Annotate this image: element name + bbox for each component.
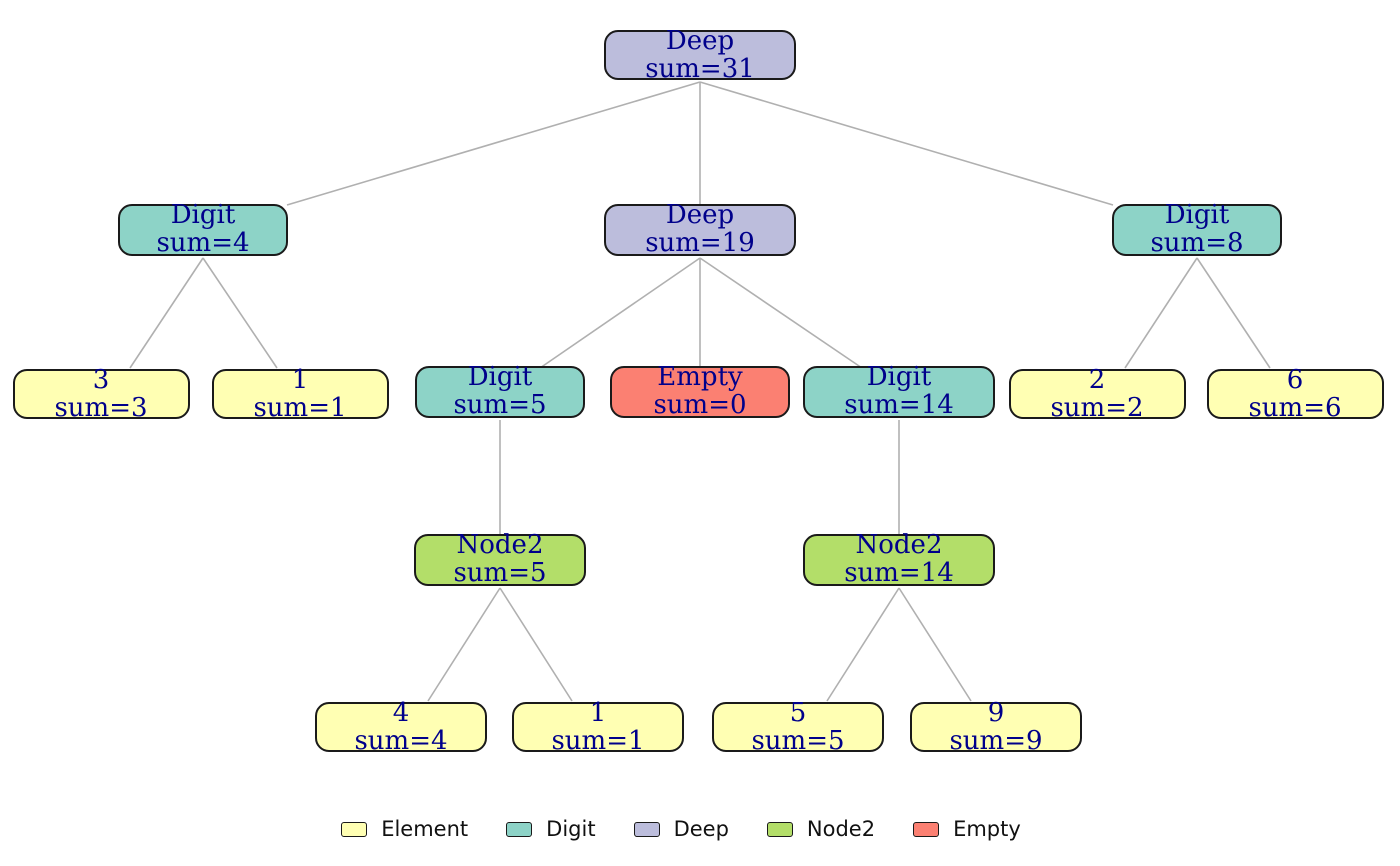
legend-label: Empty <box>953 817 1021 841</box>
node-label-line1: Digit <box>467 362 533 392</box>
node-label-sum: sum=1 <box>551 726 645 756</box>
legend-item[interactable]: Deep <box>633 817 767 841</box>
legend-item[interactable]: Digit <box>506 817 633 841</box>
node-label-line1: Digit <box>1164 200 1230 230</box>
legend: Element Digit Deep Node2 Empty <box>0 806 1400 852</box>
legend-swatch-icon <box>341 821 368 837</box>
legend-swatch-icon <box>633 821 660 837</box>
node-label-line1: Digit <box>170 200 236 230</box>
legend-label: Deep <box>673 817 729 841</box>
node-label-sum: sum=5 <box>453 558 547 588</box>
tree-edge <box>1124 257 1198 369</box>
tree-edge <box>539 257 701 369</box>
node-label-sum: sum=1 <box>253 393 347 423</box>
node-label-line1: Empty <box>657 362 743 392</box>
node-label-sum: sum=5 <box>751 726 845 756</box>
legend-item[interactable]: Element <box>341 817 506 841</box>
node-label-line1: 9 <box>987 698 1005 728</box>
legend-swatch-icon <box>913 821 940 837</box>
node-label-line1: Node2 <box>456 530 544 560</box>
node-label-line1: 3 <box>92 365 110 395</box>
node-label-sum: sum=31 <box>645 54 755 84</box>
legend-swatch-icon <box>766 821 793 837</box>
node-label-sum: sum=4 <box>156 228 250 258</box>
node-label-sum: sum=9 <box>949 726 1043 756</box>
tree-edge <box>826 587 900 702</box>
tree-edge <box>898 587 972 702</box>
node-label-line1: 1 <box>589 698 607 728</box>
legend-label: Element <box>381 817 469 841</box>
node-label-line1: Node2 <box>855 530 943 560</box>
node-label-line1: 2 <box>1088 365 1106 395</box>
node-label-sum: sum=2 <box>1050 393 1144 423</box>
node-label-sum: sum=0 <box>653 390 747 420</box>
tree-edge <box>699 81 1114 206</box>
legend-label: Node2 <box>806 817 876 841</box>
node-label-line1: 5 <box>789 698 807 728</box>
node-label-sum: sum=14 <box>844 390 954 420</box>
legend-label: Digit <box>546 817 596 841</box>
tree-edge <box>286 81 701 206</box>
node-label-sum: sum=5 <box>453 390 547 420</box>
tree-edge <box>129 257 204 369</box>
tree-edge <box>499 587 573 702</box>
legend-item[interactable]: Empty <box>913 817 1059 841</box>
legend-swatch-icon <box>506 821 533 837</box>
tree-edge <box>202 257 278 369</box>
node-label-sum: sum=4 <box>354 726 448 756</box>
tree-edge <box>427 587 501 702</box>
legend-item[interactable]: Node2 <box>766 817 913 841</box>
node-label-line1: 6 <box>1286 365 1304 395</box>
node-label-sum: sum=19 <box>645 228 755 258</box>
node-label-sum: sum=3 <box>54 393 148 423</box>
node-label-sum: sum=14 <box>844 558 954 588</box>
node-label-line1: 1 <box>291 365 309 395</box>
tree-edge <box>699 257 863 369</box>
tree-edge <box>1196 257 1271 369</box>
node-label-line1: Deep <box>665 200 735 230</box>
node-label-line1: Deep <box>665 26 735 56</box>
node-label-line1: Digit <box>866 362 932 392</box>
node-label-sum: sum=6 <box>1248 393 1342 423</box>
node-label-line1: 4 <box>392 698 410 728</box>
node-label-sum: sum=8 <box>1150 228 1244 258</box>
